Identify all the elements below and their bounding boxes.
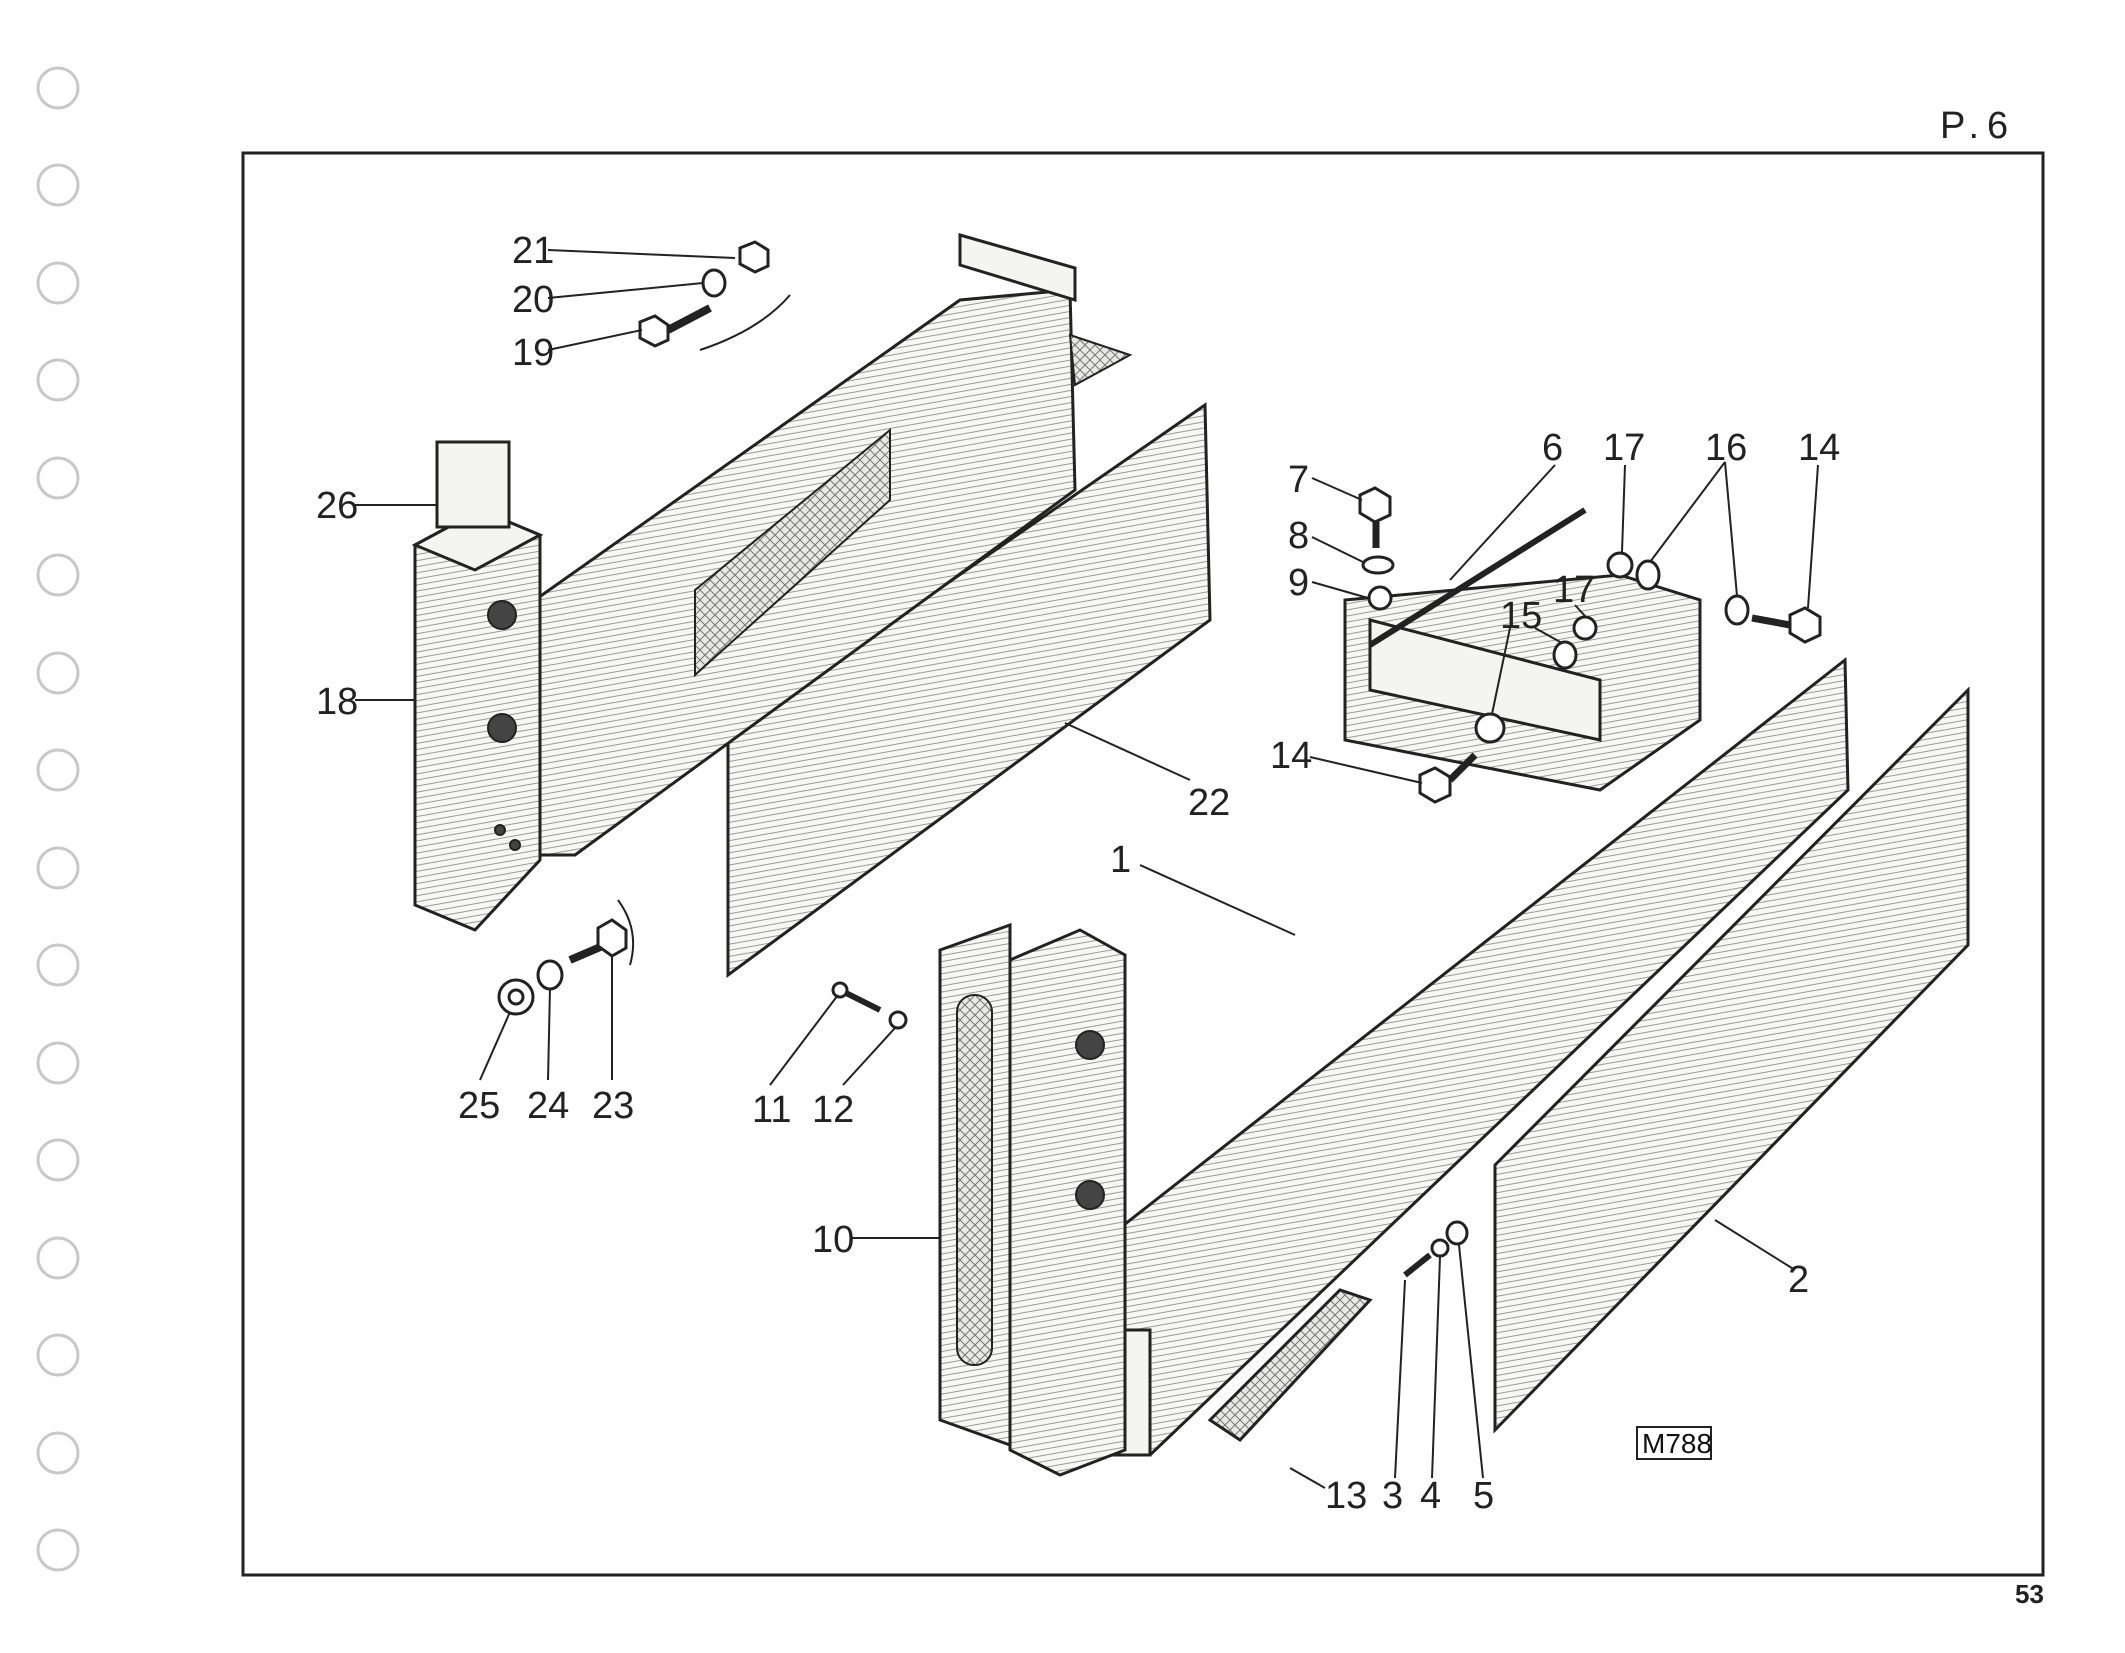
screw-3	[1403, 1252, 1432, 1278]
end-cap-front-hole-1	[1075, 1030, 1105, 1060]
callout-4: 4	[1420, 1475, 1441, 1517]
callout-14-upper: 14	[1798, 427, 1840, 469]
end-cap-18-hole-2	[487, 713, 517, 743]
nut-21	[738, 240, 770, 274]
nut-25-inner	[507, 988, 525, 1006]
end-cap-18-hole-1	[487, 600, 517, 630]
bolt-23-arc	[617, 899, 635, 966]
end-cap-18-hole-4	[509, 839, 521, 851]
end-cap-front-hole-2	[1075, 1180, 1105, 1210]
bolt-14-lower-head	[1418, 766, 1452, 804]
washer-5	[1445, 1220, 1469, 1246]
washer-16-upper	[1635, 559, 1661, 591]
callout-8: 8	[1288, 515, 1309, 557]
bolt-14-upper-head	[1788, 606, 1822, 644]
page-number: 53	[2015, 1579, 2044, 1609]
drawing-reference: M788	[1636, 1426, 1712, 1460]
panel-2	[1493, 686, 1970, 1434]
fasteners-23-25	[497, 899, 635, 1016]
washer-15-upper	[1552, 640, 1578, 670]
callout-18: 18	[316, 681, 358, 723]
fasteners-19-21	[638, 240, 791, 351]
callout-22: 22	[1188, 782, 1230, 824]
nut-9	[1367, 585, 1393, 611]
callout-20: 20	[512, 279, 554, 321]
callout-19: 19	[512, 332, 554, 374]
bolt-19-shank	[666, 304, 712, 334]
end-cap-18	[413, 508, 542, 932]
bolt-14-upper-shank	[1751, 614, 1791, 629]
callout-9: 9	[1288, 562, 1309, 604]
bracket-top	[958, 233, 1077, 303]
end-cap-front	[1008, 928, 1127, 1477]
panel-22	[726, 402, 1212, 978]
bolt-7-head	[1358, 486, 1392, 524]
callout-13: 13	[1325, 1475, 1367, 1517]
page-label: P.6	[1940, 105, 2016, 147]
washer-4	[1430, 1238, 1450, 1258]
callout-6: 6	[1542, 427, 1563, 469]
end-cap-18-hole-3	[494, 824, 506, 836]
end-cap-26	[435, 440, 511, 529]
callout-labels: 21 20 19 26 18 22 25 24 23 11 12 10 1 7 …	[316, 230, 1840, 1517]
callout-7: 7	[1288, 459, 1309, 501]
bracket-tab	[1068, 333, 1133, 387]
callout-23: 23	[592, 1085, 634, 1127]
callout-10: 10	[812, 1219, 854, 1261]
washer-20	[701, 268, 727, 298]
washer-15-lower	[1474, 712, 1506, 744]
callout-26: 26	[316, 485, 358, 527]
fasteners-lower-right	[1358, 486, 1822, 1278]
callout-25: 25	[458, 1085, 500, 1127]
drawing-frame	[241, 151, 2045, 1577]
callout-24: 24	[527, 1085, 569, 1127]
bracket-mesh	[694, 427, 891, 678]
nut-17-lower	[1572, 615, 1598, 641]
callout-14-lower: 14	[1270, 735, 1312, 777]
washer-8	[1361, 555, 1395, 575]
washer-24	[536, 959, 564, 991]
callout-5: 5	[1473, 1475, 1494, 1517]
screw-11-head	[831, 981, 849, 999]
washer-12	[888, 1010, 908, 1030]
callout-15: 15	[1500, 595, 1542, 637]
bolt-19-head	[638, 314, 670, 348]
leader-lines	[355, 249, 1819, 1489]
callout-3: 3	[1382, 1475, 1403, 1517]
lens-13	[1207, 1288, 1373, 1442]
callout-1: 1	[1110, 839, 1131, 881]
upper-left-assembly	[411, 233, 1212, 978]
callout-11: 11	[752, 1089, 791, 1131]
bolt-23-head	[596, 918, 628, 958]
callout-17-lower: 17	[1553, 569, 1595, 611]
callout-21: 21	[512, 230, 554, 272]
callout-16: 16	[1705, 427, 1747, 469]
nut-17-upper	[1606, 551, 1634, 579]
gasket-10-slot	[956, 994, 993, 1366]
callout-12: 12	[812, 1089, 854, 1131]
callout-17-upper: 17	[1603, 427, 1645, 469]
drawing-reference-code: M788	[1642, 1428, 1712, 1459]
lower-right-assembly	[938, 573, 1970, 1477]
bolt-14-lower-shank	[1447, 752, 1478, 783]
rear-bracket-top	[1368, 618, 1602, 742]
washer-16-lower	[1724, 594, 1750, 626]
fasteners-11-12	[831, 981, 908, 1030]
binder-holes	[36, 66, 80, 1572]
bolt-19-arc	[699, 294, 791, 351]
rod-6	[1368, 507, 1587, 648]
callout-2: 2	[1788, 1259, 1809, 1301]
